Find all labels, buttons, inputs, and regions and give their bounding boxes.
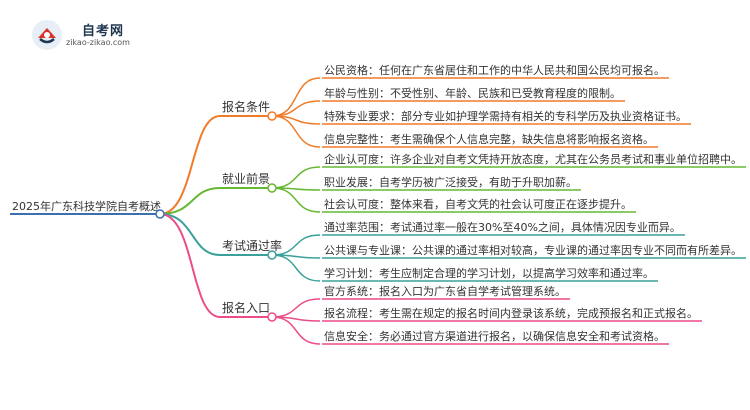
leaf-label: 信息安全：务必通过官方渠道进行报名，以确保信息安全和考试资格。 — [324, 329, 665, 343]
connector-branch-leaf — [271, 100, 321, 117]
branch-label: 考试通过率 — [222, 238, 282, 253]
leaf-label: 通过率范围：考试通过率一般在30%至40%之间，具体情况因专业而异。 — [324, 220, 681, 234]
branch-knob — [267, 312, 277, 322]
connector-root-branch — [159, 187, 221, 215]
logo-url: zikao-zikao.com — [66, 38, 130, 47]
connector-root-branch — [159, 213, 221, 318]
connector-branch-leaf — [271, 254, 321, 282]
root-knob — [155, 209, 165, 219]
connector-root-branch — [159, 115, 221, 215]
leaf-label: 社会认可度：整体来看，自考文凭的社会认可度正在逐步提升。 — [324, 197, 632, 211]
branch-label: 就业前景 — [222, 171, 270, 186]
branch-label: 报名入口 — [222, 300, 270, 315]
leaf-label: 年龄与性别：不受性别、年龄、民族和已受教育程度的限制。 — [324, 86, 621, 100]
leaf-label: 公共课与专业课：公共课的通过率相对较高，专业课的通过率因专业不同而有所差异。 — [324, 243, 742, 257]
connector-branch-leaf — [271, 166, 321, 189]
branch-knob — [267, 250, 277, 260]
leaf-label: 职业发展：自考学历被广泛接受，有助于升职加薪。 — [324, 175, 577, 189]
connector-branch-leaf — [271, 316, 321, 345]
connector-branch-leaf — [271, 298, 321, 318]
branch-knob — [267, 111, 277, 121]
branch-knob — [267, 183, 277, 193]
connector-branch-leaf — [271, 187, 321, 213]
leaf-label: 官方系统：报名入口为广东省自学考试管理系统。 — [324, 284, 566, 298]
connector-root-branch — [159, 213, 221, 256]
logo-title: 自考网 — [82, 24, 125, 39]
root-node-label: 2025年广东科技学院自考概述 — [12, 199, 161, 213]
leaf-label: 公民资格：任何在广东省居住和工作的中华人民共和国公民均可报名。 — [324, 63, 665, 77]
leaf-label: 信息完整性：考生需确保个人信息完整，缺失信息将影响报名资格。 — [324, 132, 654, 146]
leaf-label: 企业认可度：许多企业对自考文凭持开放态度，尤其在公务员考试和事业单位招聘中。 — [324, 152, 742, 166]
site-logo[interactable] — [30, 18, 150, 54]
branch-label: 报名条件 — [222, 99, 270, 114]
logo-mark-icon — [32, 20, 62, 50]
leaf-label: 特殊专业要求：部分专业如护理学需持有相关的专科学历及执业资格证书。 — [324, 109, 687, 123]
connector-branch-leaf — [271, 115, 321, 148]
connector-branch-leaf — [271, 77, 321, 117]
leaf-label: 学习计划：考生应制定合理的学习计划，以提高学习效率和通过率。 — [324, 266, 654, 280]
leaf-label: 报名流程：考生需在规定的报名时间内登录该系统，完成预报名和正式报名。 — [324, 306, 698, 320]
